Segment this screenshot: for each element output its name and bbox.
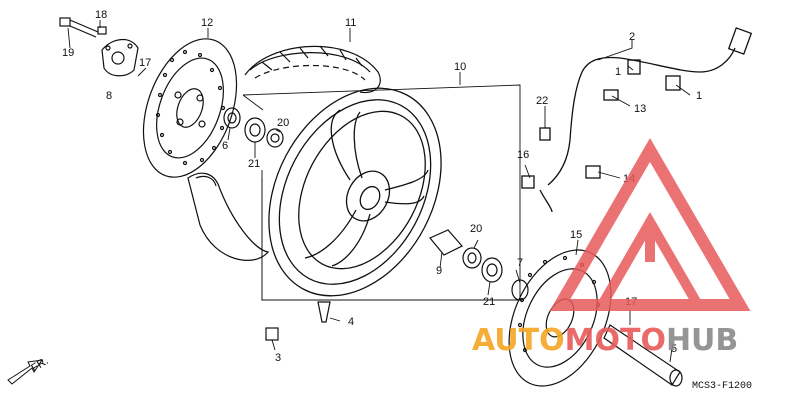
label-7: 7 (517, 257, 523, 269)
direction-label: FR. (29, 355, 50, 375)
label-5: 5 (671, 343, 677, 355)
label-19: 19 (62, 47, 74, 59)
label-11: 11 (345, 17, 356, 29)
label-13: 13 (634, 103, 646, 115)
label-10: 10 (454, 61, 466, 73)
diagram-code: MCS3-F1200 (692, 381, 752, 392)
label-9: 9 (436, 265, 442, 277)
label-6: 6 (222, 140, 228, 152)
label-8: 8 (106, 90, 112, 102)
bolt-18-19 (59, 17, 107, 38)
axle (603, 324, 683, 387)
label-1b: 1 (615, 66, 621, 78)
label-21a: 21 (248, 158, 260, 170)
sensor-cable (521, 27, 753, 213)
label-15: 15 (570, 229, 582, 241)
label-20a: 20 (277, 117, 289, 129)
valve-and-clip (265, 301, 331, 341)
pulser-ring (101, 39, 139, 77)
leader-lines (67, 20, 691, 363)
label-21b: 21 (483, 296, 495, 308)
label-20b: 20 (470, 223, 482, 235)
label-22: 22 (536, 95, 548, 107)
label-12: 12 (201, 17, 213, 29)
label-18: 18 (95, 9, 107, 21)
right-bearings (429, 229, 529, 301)
watermark-text: AUTOMOTOHUB (472, 323, 738, 358)
front-direction-arrow: FR. (7, 355, 51, 385)
label-2: 2 (629, 31, 635, 43)
automotohub-logo (549, 138, 751, 311)
label-16: 16 (517, 149, 529, 161)
label-1: 1 (696, 90, 702, 102)
label-17a: 17 (139, 57, 151, 69)
label-3: 3 (275, 352, 281, 364)
tire (244, 45, 381, 94)
label-4: 4 (348, 316, 354, 328)
fender (187, 172, 270, 261)
brake-disc-left (142, 38, 238, 178)
wheel (268, 87, 442, 297)
brake-disc-right (508, 249, 612, 387)
